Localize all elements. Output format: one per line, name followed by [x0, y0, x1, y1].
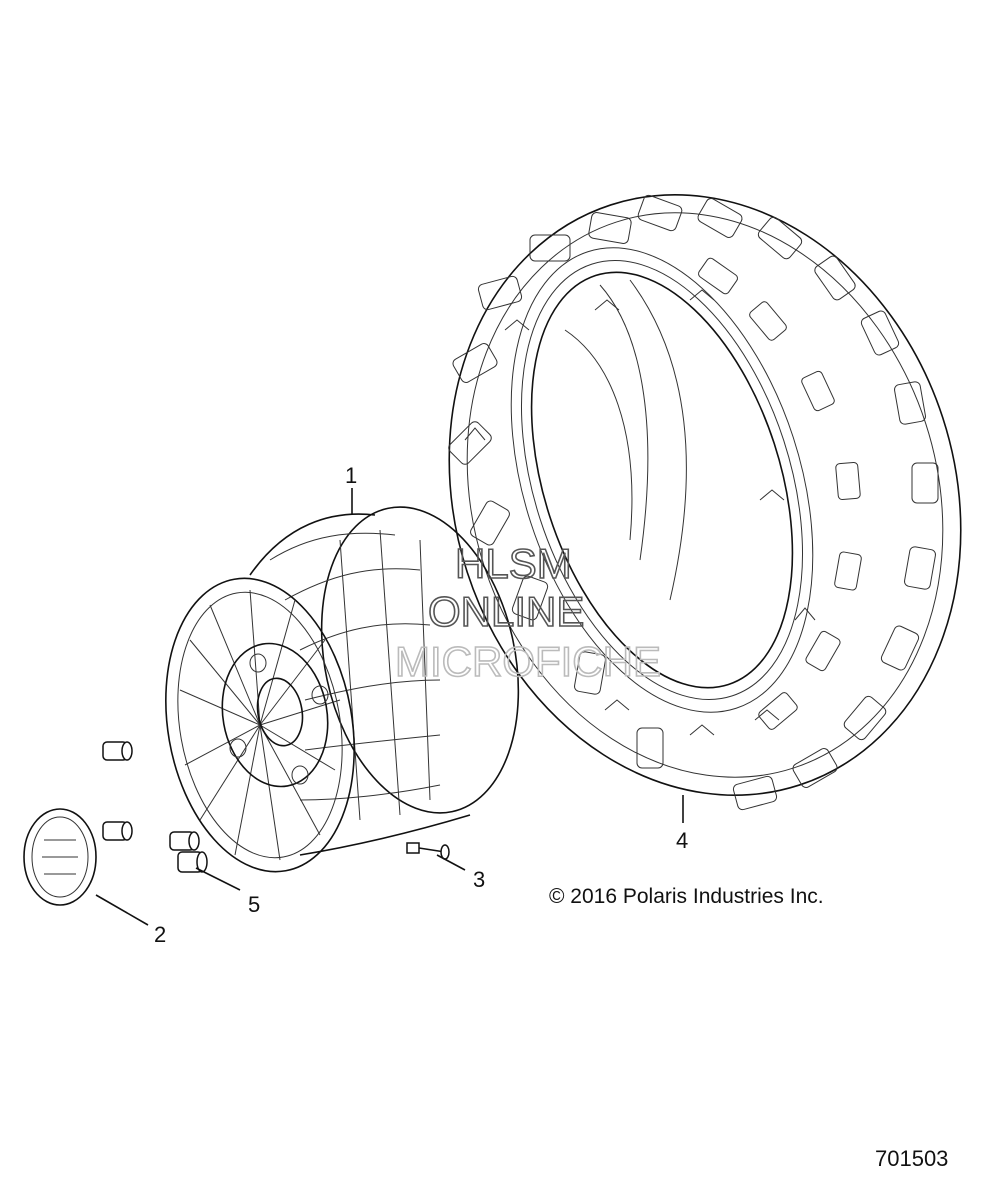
svg-text:ONLINE: ONLINE — [428, 588, 584, 635]
valve-stem-drawing — [406, 842, 450, 860]
svg-text:MICROFICHE: MICROFICHE — [395, 638, 661, 685]
figure-number: 701503 — [875, 1146, 949, 1171]
leader-lines — [95, 488, 684, 926]
callout-1: 1 — [345, 463, 357, 488]
hub-cap-drawing — [23, 808, 97, 906]
watermark: HLSM ONLINE MICROFICHE — [394, 539, 662, 686]
svg-text:HLSM: HLSM — [455, 540, 572, 587]
lug-nuts-drawing — [102, 741, 208, 873]
callout-5: 5 — [248, 892, 260, 917]
rim-drawing — [165, 506, 520, 873]
callout-4: 4 — [676, 828, 688, 853]
callout-2: 2 — [154, 922, 166, 947]
tire-drawing — [448, 194, 962, 811]
callout-3: 3 — [473, 867, 485, 892]
copyright-notice: © 2016 Polaris Industries Inc. — [549, 885, 824, 908]
